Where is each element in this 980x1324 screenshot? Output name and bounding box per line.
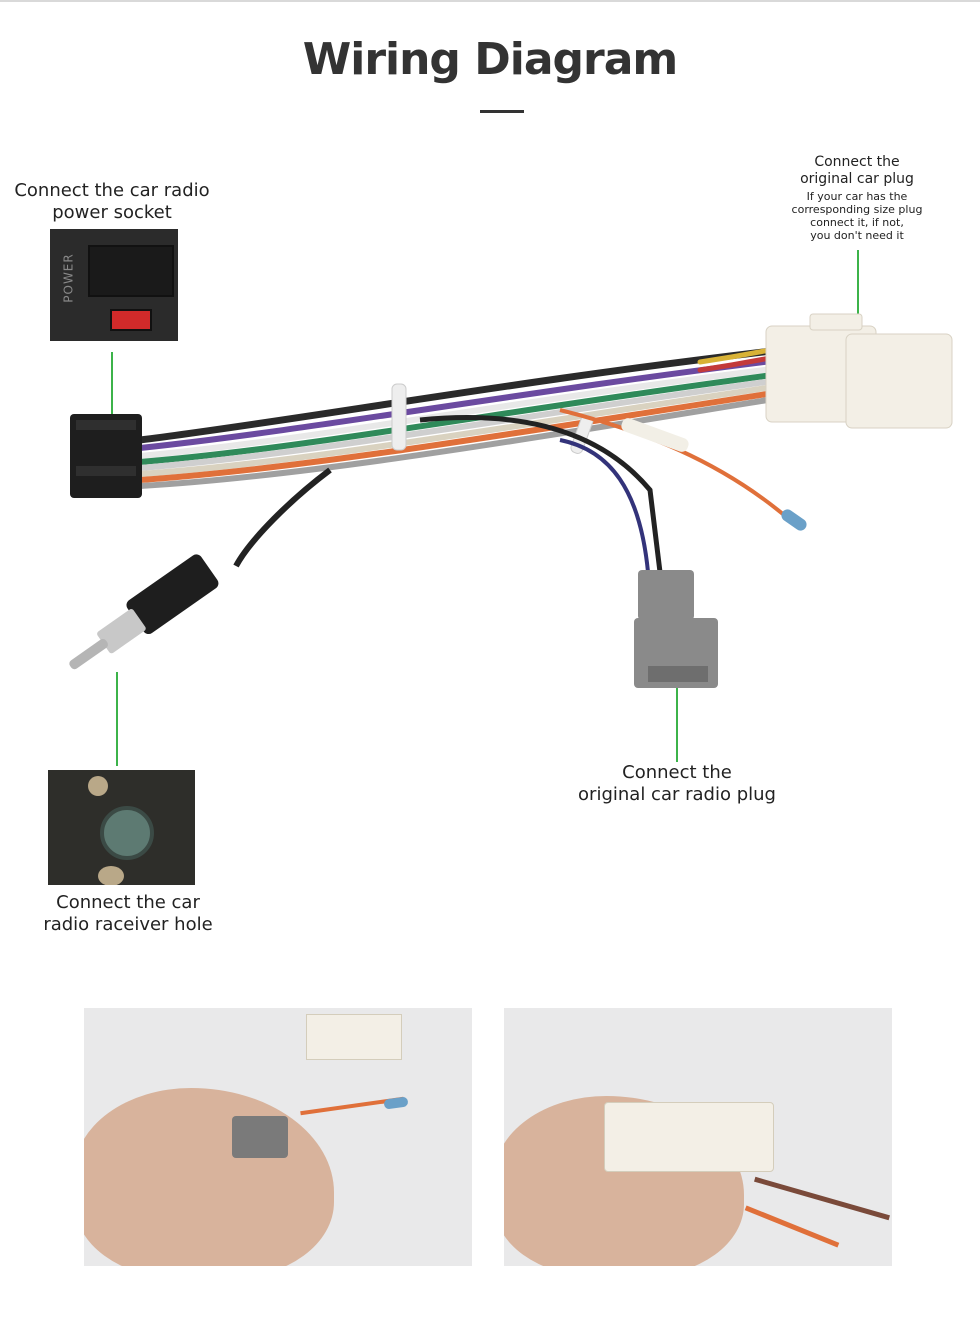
white-plug-piece	[306, 1014, 402, 1060]
power-socket-photo: POWER	[50, 229, 178, 341]
hand-holding-radio-plug-photo	[84, 1008, 472, 1266]
callout-receiver-hole-line2: radio raceiver hole	[43, 913, 213, 935]
gray-plug-piece	[232, 1116, 288, 1158]
black-lead	[419, 415, 663, 573]
callout-original-car-plug: Connect the original car plug If your ca…	[768, 154, 946, 242]
hand-shape	[84, 1088, 334, 1266]
receiver-hole-photo	[48, 770, 195, 885]
white-car-plug	[765, 313, 953, 429]
callout-car-plug-line1: Connect the	[814, 154, 900, 170]
callout-radio-plug-line1: Connect the	[622, 762, 732, 783]
antenna-plug	[69, 554, 219, 670]
callout-car-plug-line2: original car plug	[800, 170, 914, 187]
callout-power-socket-line1: Connect the car radio	[14, 180, 210, 201]
cable-tie-left	[391, 383, 407, 451]
callout-car-plug-note2: corresponding size plug	[791, 202, 923, 216]
antenna-cable	[233, 467, 332, 568]
top-divider	[0, 0, 980, 2]
callout-car-plug-note3: connect it, if not,	[810, 215, 904, 229]
orange-lead-sleeve	[621, 418, 689, 452]
fuse-icon	[110, 309, 152, 331]
callout-power-socket-line2: power socket	[52, 201, 172, 223]
callout-power-socket: Connect the car radio power socket	[10, 180, 214, 223]
callout-receiver-hole-line1: Connect the car	[56, 892, 200, 913]
antenna-socket-icon	[100, 806, 154, 860]
callout-radio-plug: Connect the original car radio plug	[560, 762, 794, 805]
callout-radio-plug-line2: original car radio plug	[578, 783, 776, 805]
orange-lead-tip	[781, 509, 807, 531]
hand-holding-car-plug-photo	[504, 1008, 892, 1266]
callout-receiver-hole: Connect the car radio raceiver hole	[30, 892, 226, 935]
gray-radio-plug	[634, 570, 718, 688]
white-connector-block	[604, 1102, 774, 1172]
page-title: Wiring Diagram	[302, 34, 679, 85]
blue-lead	[559, 438, 650, 573]
callout-car-plug-note1: If your car has the	[806, 189, 908, 203]
callout-car-plug-note4: you don't need it	[810, 229, 904, 243]
power-stamp: POWER	[61, 253, 76, 303]
title-underline	[480, 110, 524, 113]
power-connector	[70, 414, 142, 498]
